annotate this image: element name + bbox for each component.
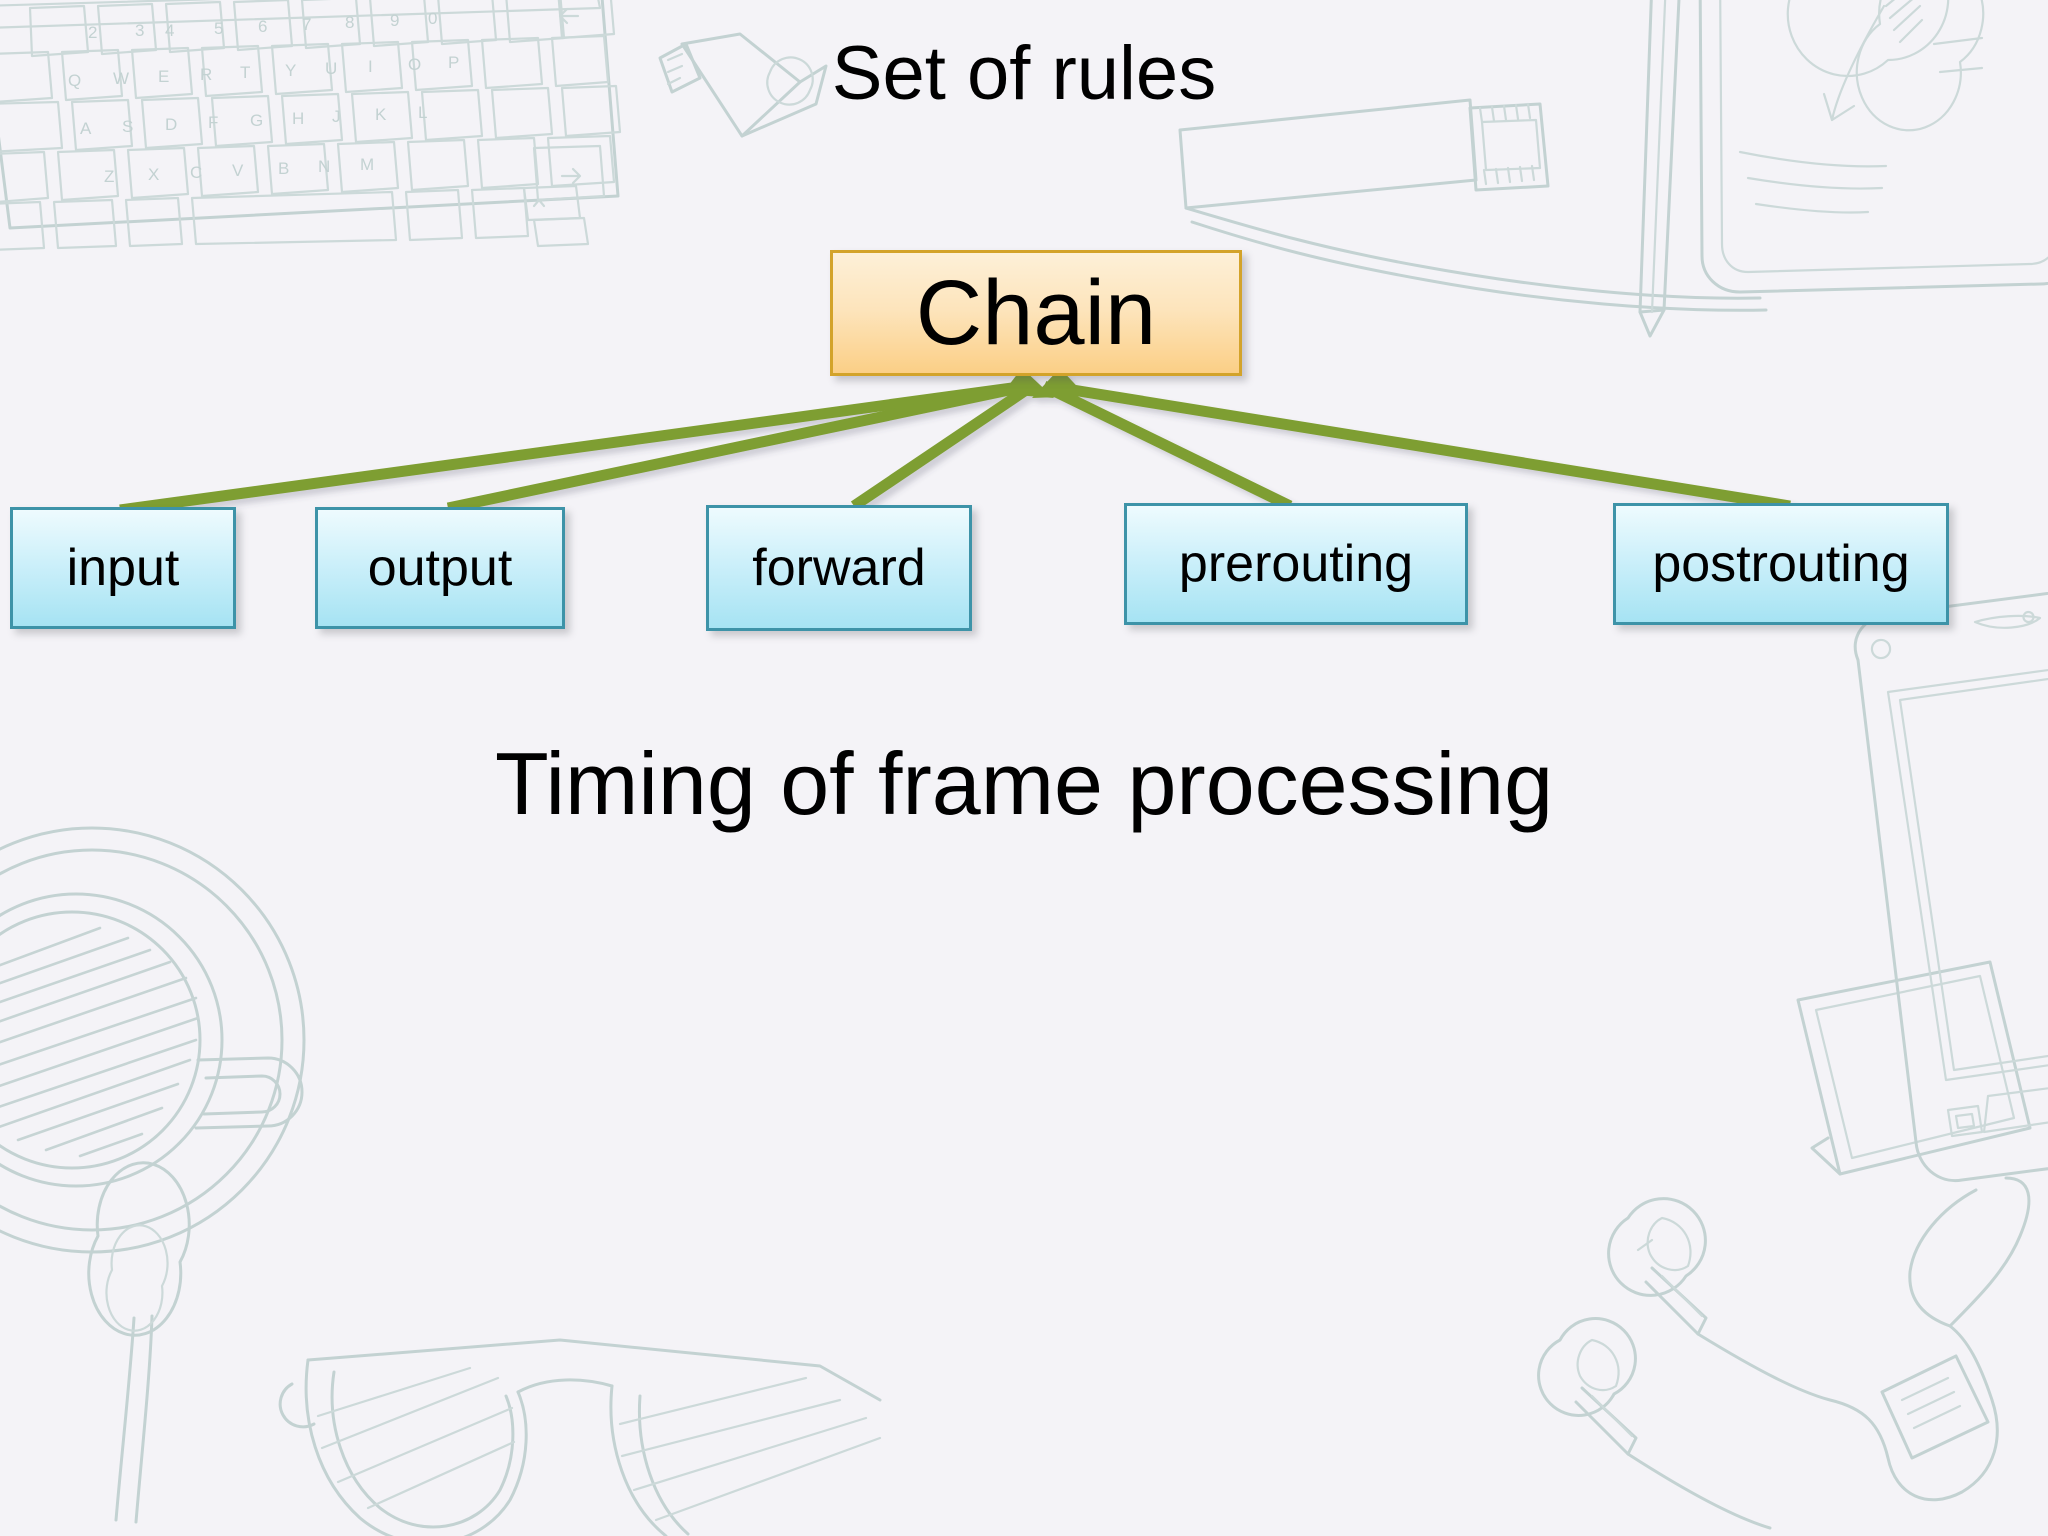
- sticky-note-sketch: [1796, 960, 2032, 1176]
- svg-text:N: N: [318, 157, 330, 176]
- svg-text:A: A: [80, 119, 92, 138]
- svg-text:Z: Z: [104, 167, 114, 186]
- node-prerouting-label: prerouting: [1178, 535, 1414, 593]
- svg-text:B: B: [278, 159, 289, 178]
- node-output-label: output: [367, 539, 513, 597]
- connector-output: [446, 380, 1030, 514]
- node-output[interactable]: output: [315, 507, 565, 629]
- node-postrouting-label: postrouting: [1652, 535, 1910, 593]
- node-input-label: input: [66, 539, 180, 597]
- earbuds-sketch: [1537, 1176, 2031, 1530]
- sunglasses-sketch: [278, 1338, 882, 1536]
- svg-text:0: 0: [428, 9, 437, 28]
- node-input[interactable]: input: [10, 507, 236, 629]
- page-caption: Timing of frame processing: [494, 734, 1554, 833]
- svg-text:V: V: [232, 161, 244, 180]
- svg-text:M: M: [360, 155, 374, 174]
- connector-input: [119, 380, 1027, 516]
- node-forward[interactable]: forward: [706, 505, 972, 631]
- node-postrouting[interactable]: postrouting: [1613, 503, 1949, 625]
- connector-forward: [850, 381, 1036, 511]
- coffee-cup-sketch: [0, 826, 306, 1254]
- connector-postrouting: [1047, 380, 1791, 512]
- node-forward-label: forward: [752, 539, 926, 597]
- node-chain-label: Chain: [915, 262, 1157, 364]
- node-prerouting[interactable]: prerouting: [1124, 503, 1468, 625]
- spoon-sketch: [87, 1161, 191, 1524]
- smartphone-sketch: [1853, 591, 2048, 1183]
- node-chain[interactable]: Chain: [830, 250, 1242, 376]
- connector-prerouting: [1041, 381, 1293, 511]
- svg-text:C: C: [190, 163, 202, 182]
- usb-cable-sketch: [1178, 98, 1768, 312]
- svg-text:X: X: [148, 165, 159, 184]
- page-title: Set of rules: [831, 31, 1217, 116]
